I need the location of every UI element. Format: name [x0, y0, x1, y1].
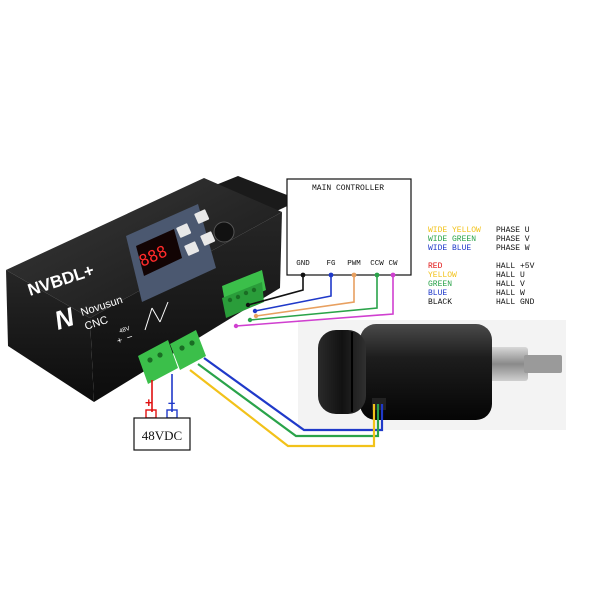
controller-box: [286, 178, 412, 276]
key-button[interactable]: [200, 231, 216, 246]
legend-color-3: RED: [428, 262, 443, 271]
control-panel: 888: [126, 204, 235, 302]
motor-symbol-icon: [144, 301, 169, 331]
legend-color-4: YELLOW: [428, 271, 457, 280]
legend-color-1: WIDE GREEN: [428, 235, 476, 244]
legend-signal-5: HALL V: [496, 280, 525, 289]
legend-signal-3: HALL +5V: [496, 262, 535, 271]
psu-label: 48VDC: [142, 428, 182, 443]
key-button[interactable]: [184, 241, 200, 256]
legend-signal-0: PHASE U: [496, 226, 530, 235]
motor-shaft: [524, 355, 562, 373]
legend-signal-2: PHASE W: [496, 244, 530, 253]
power-label-plus: +: [116, 335, 124, 346]
legend-color-2: WIDE BLUE: [428, 244, 471, 253]
legend-signal-7: HALL GND: [496, 298, 535, 307]
power-label-48v: 48V: [119, 326, 131, 335]
wire-gnd: [247, 275, 304, 306]
signal-terminal-block: [222, 270, 266, 318]
legend-color-6: BLUE: [428, 289, 447, 298]
legend-color-7: BLACK: [428, 298, 452, 307]
pin-label-ccw: CCW: [370, 260, 384, 268]
pin-label-gnd: GND: [296, 260, 310, 268]
pin-label-cw: CW: [388, 260, 398, 268]
power-terminal-block: [138, 330, 206, 384]
legend-signal-1: PHASE V: [496, 235, 530, 244]
pin-label-fg: FG: [326, 260, 336, 268]
driver-unit: NVBDL+ N Novusun CNC 48V + – 888: [6, 176, 300, 402]
signal-wires: [235, 275, 394, 327]
wire-pwm: [255, 275, 355, 317]
wire-color-legend: WIDE YELLOW PHASE U WIDE GREEN PHASE V W…: [428, 226, 535, 307]
signal-wire-endpoints: [233, 272, 396, 329]
motor-body: [360, 324, 492, 420]
motor-shaft-collet: [488, 347, 528, 381]
key-button[interactable]: [194, 209, 210, 224]
driver-front-face: [90, 212, 282, 402]
main-controller: MAIN CONTROLLER GND FG PWM CCW CW: [286, 178, 412, 276]
driver-left-face: [6, 270, 94, 402]
psu-plus-sign: +: [145, 395, 153, 410]
speed-knob[interactable]: [213, 221, 235, 243]
phase-wires: [189, 357, 384, 448]
motor-photo: [298, 320, 566, 430]
key-button[interactable]: [176, 223, 192, 238]
power-label-minus: –: [126, 331, 134, 342]
power-supply: + – 48VDC: [133, 374, 191, 451]
legend-color-0: WIDE YELLOW: [428, 226, 481, 235]
psu-box: [133, 417, 191, 451]
pin-label-pwm: PWM: [347, 260, 361, 268]
wire-cw: [235, 275, 394, 327]
wire-ccw: [249, 275, 378, 321]
wire-phase-yellow: [189, 369, 376, 448]
wire-fg: [254, 275, 332, 312]
psu-minus-sign: –: [168, 395, 175, 410]
legend-signal-6: HALL W: [496, 289, 525, 298]
motor-end-cap: [318, 330, 366, 414]
wire-phase-blue: [203, 357, 384, 432]
seven-segment-display: [136, 229, 182, 276]
legend-signal-4: HALL U: [496, 271, 525, 280]
controller-title: MAIN CONTROLLER: [312, 184, 384, 193]
legend-color-5: GREEN: [428, 280, 452, 289]
positive-terminal-icon: [145, 409, 157, 419]
wire-phase-green: [197, 363, 380, 438]
